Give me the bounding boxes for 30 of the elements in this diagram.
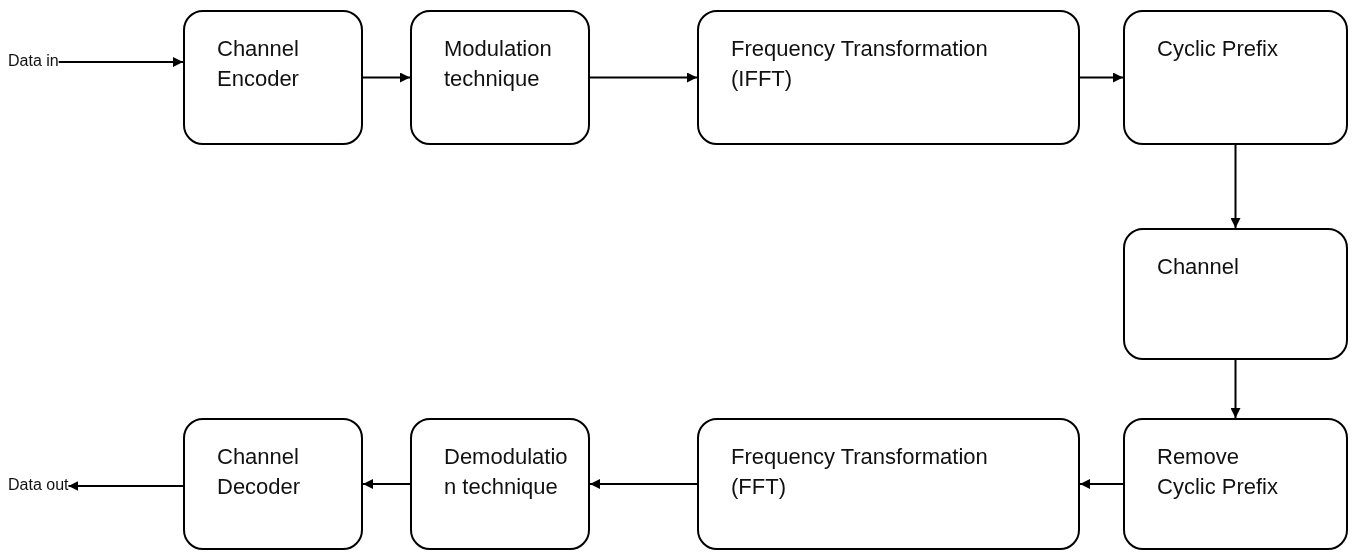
process-box (410, 10, 590, 145)
box-label: Demodulatio n technique (444, 443, 569, 501)
arrow (67, 481, 184, 491)
process-box (1123, 228, 1348, 360)
process-box (697, 418, 1080, 550)
arrow (1079, 479, 1124, 489)
arrow (362, 72, 411, 83)
box-label: Frequency Transformation (FFT) (731, 443, 989, 501)
arrow (1230, 144, 1241, 229)
process-box (183, 418, 363, 550)
box-label: Channel Encoder (217, 35, 300, 93)
arrow (362, 479, 411, 489)
box-label: Channel (1157, 253, 1240, 281)
arrow (1079, 72, 1124, 83)
box-label: Cyclic Prefix (1157, 35, 1279, 63)
process-box (1123, 10, 1348, 145)
process-box (183, 10, 363, 145)
process-box (410, 418, 590, 550)
io-label: Data out (8, 474, 69, 498)
arrow (1230, 359, 1241, 419)
process-box (697, 10, 1080, 145)
box-label: Remove Cyclic Prefix (1157, 443, 1279, 501)
arrow (57, 57, 184, 67)
box-label: Channel Decoder (217, 443, 302, 501)
arrow (589, 479, 698, 489)
io-label: Data in (8, 50, 59, 74)
box-label: Frequency Transformation (IFFT) (731, 35, 989, 93)
process-box (1123, 418, 1348, 550)
box-label: Modulation technique (444, 35, 553, 93)
arrow (589, 72, 698, 83)
